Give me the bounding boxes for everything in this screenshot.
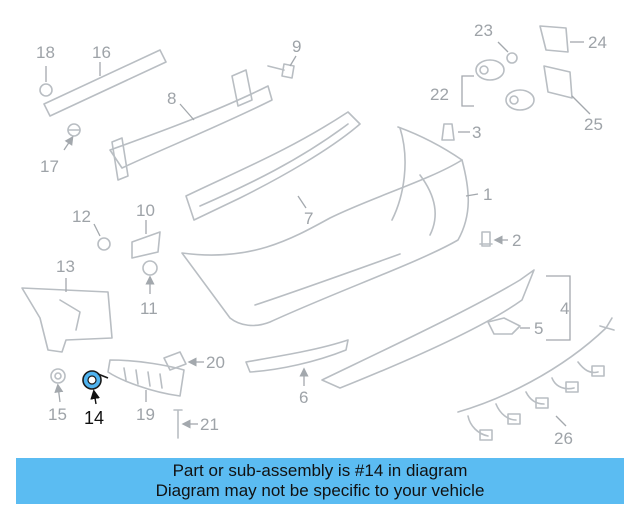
fastener-14-highlighted-part [82,370,109,390]
screw-21-part [173,409,183,439]
leader-8 [179,103,195,121]
reflector-strip-part [245,339,349,373]
sensor-bracket-25-part [543,65,573,99]
wiring-harness-part [457,317,615,441]
callout-14: 14 [84,408,104,428]
banner-line-2: Diagram may not be specific to your vehi… [155,481,485,500]
callout-2: 2 [512,231,521,250]
callout-8: 8 [167,89,176,108]
retainer-3-part [441,123,455,141]
leader-9 [289,55,297,67]
callout-17: 17 [40,157,59,176]
leader-4 [546,275,571,341]
callout-20: 20 [206,353,225,372]
side-bracket-part [21,287,113,353]
leader-22 [461,75,474,107]
leader-14 [90,389,100,405]
clip-12-part [97,237,111,251]
callout-11: 11 [140,299,158,318]
callout-23: 23 [474,21,493,40]
callout-21: 21 [200,415,219,434]
leader-17 [63,135,74,151]
lower-grille-panel-part [107,359,185,397]
bolt-9-part [267,63,295,79]
leader-23 [497,41,509,53]
callout-26: 26 [554,429,573,448]
callout-18: 18 [36,43,55,62]
callout-13: 13 [56,257,75,276]
leader-1 [465,193,479,197]
fastener-17-part [67,123,81,137]
callout-4: 4 [560,299,569,318]
grommet-15-part [50,368,66,384]
leader-15 [54,383,64,403]
exploded-parts-diagram: 1 2 3 4 5 6 7 [21,21,615,448]
callout-3: 3 [472,123,481,142]
nut-18-part [39,83,53,97]
callout-7: 7 [304,209,313,228]
sensor-ring-part [506,52,518,64]
bumper-cover-part [181,126,470,327]
callout-12: 12 [72,207,91,226]
leader-25 [571,95,591,115]
banner-line-1: Part or sub-assembly is #14 in diagram [172,461,468,480]
callout-10: 10 [136,201,155,220]
top-bracket-rail-part [43,49,167,117]
callout-15: 15 [48,405,67,424]
callout-9: 9 [292,37,301,56]
reinforcement-beam-part [109,69,273,181]
sensor-bracket-24-part [539,25,569,53]
nut-11-part [142,260,158,276]
energy-absorber-part [185,111,361,221]
callout-1: 1 [483,185,492,204]
leader-7 [297,195,307,209]
push-pin-2-part [479,231,493,247]
bracket-10-part [131,231,161,259]
clip-20-part [163,351,187,371]
info-banner: Part or sub-assembly is #14 in diagram D… [16,458,624,504]
callout-22: 22 [430,85,449,104]
callout-25: 25 [584,115,603,134]
lower-valance-part [321,269,535,389]
parking-sensor-part [475,59,535,111]
callout-24: 24 [588,33,607,52]
callout-6: 6 [299,388,308,407]
callout-16: 16 [92,43,111,62]
callout-19: 19 [136,405,155,424]
callout-5: 5 [534,319,543,338]
leader-26 [555,415,567,427]
leader-12 [93,223,101,237]
